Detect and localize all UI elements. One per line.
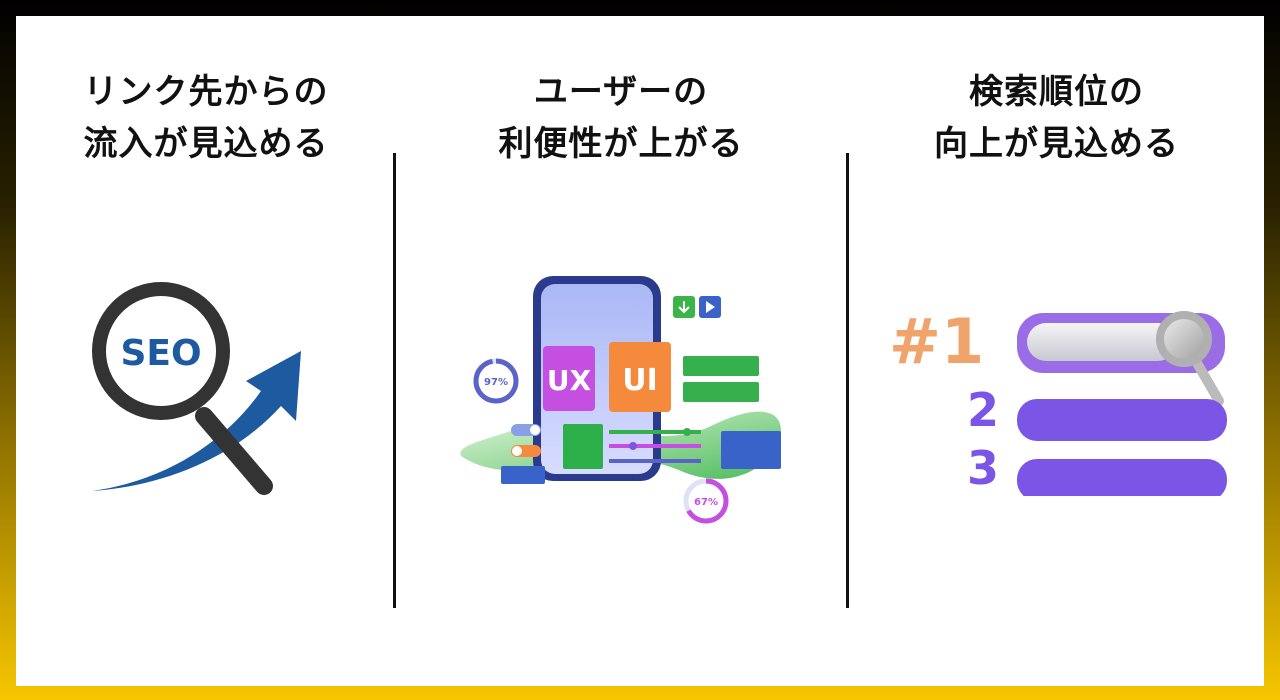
seo-label: SEO [120,333,201,374]
divider-2 [846,153,849,608]
title-line-2: 利便性が上がる [498,124,744,164]
content-panel: リンク先からの 流入が見込める SEO ユーザーの 利便性が上がる [16,16,1264,686]
title-line-1: 検索順位の [969,72,1144,112]
title-line-1: リンク先からの [83,72,329,112]
column-link-traffic: リンク先からの 流入が見込める SEO [16,16,396,686]
search-ranking-icon: #1 2 3 [889,305,1227,496]
title-line-1: ユーザーの [533,72,709,112]
ux-ui-smartphone-icon: 97% UX UI 67% [460,276,781,524]
column-title: 検索順位の 向上が見込める [849,66,1264,170]
gauge-top-label: 97% [484,377,508,388]
seo-magnifier-arrow-icon: SEO [92,282,301,495]
column-title: ユーザーの 利便性が上がる [396,66,846,170]
title-line-2: 向上が見込める [934,124,1179,164]
rank-2-label: 2 [967,383,999,437]
column-user-convenience: ユーザーの 利便性が上がる 97% UX [396,16,846,686]
rank-1-label: #1 [889,305,984,378]
ui-label: UI [622,363,658,398]
title-line-2: 流入が見込める [83,124,329,164]
gauge-bottom-label: 67% [694,497,718,508]
column-search-ranking: 検索順位の 向上が見込める #1 2 3 [849,16,1264,686]
rank-3-label: 3 [967,441,999,495]
ux-label: UX [547,364,592,397]
divider-1 [393,153,396,608]
column-title: リンク先からの 流入が見込める [16,66,396,170]
